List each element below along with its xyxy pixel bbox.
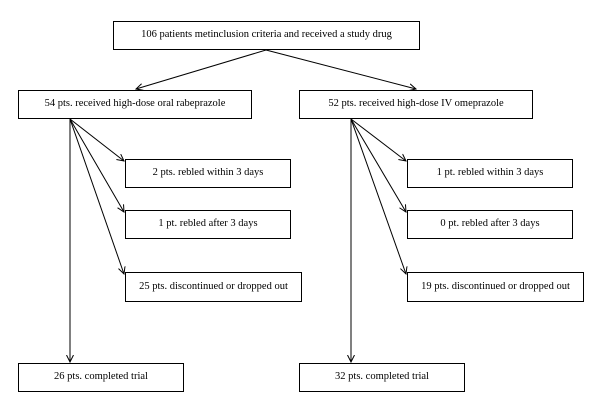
arrow-rabeprazole-to-rebled-after [69,118,124,212]
arrow-rabeprazole-to-rebled-within [69,118,124,161]
omeprazole-discontinued-box: 19 pts. discontinued or dropped out [407,272,584,302]
omeprazole-rebled-after-box: 0 pt. rebled after 3 days [407,210,573,239]
rabeprazole-rebled-after-label: 1 pt. rebled after 3 days [158,218,258,230]
arrow-omeprazole-to-rebled-within [350,118,406,161]
rabeprazole-discontinued-box: 25 pts. discontinued or dropped out [125,272,302,302]
omeprazole-rebled-within-label: 1 pt. rebled within 3 days [436,167,544,179]
arrow-enrollment-to-omeprazole [265,49,416,89]
rabeprazole-completed-box: 26 pts. completed trial [18,363,184,392]
rabeprazole-discontinued-label: 25 pts. discontinued or dropped out [139,280,288,292]
arrow-enrollment-to-rabeprazole [136,49,267,89]
omeprazole-completed-label: 32 pts. completed trial [335,371,429,383]
omeprazole-discontinued-label: 19 pts. discontinued or dropped out [421,280,570,292]
omeprazole-arm-box: 52 pts. received high-dose IV omeprazole [299,90,533,119]
rabeprazole-rebled-after-box: 1 pt. rebled after 3 days [125,210,291,239]
omeprazole-rebled-after-label: 0 pt. rebled after 3 days [440,218,540,230]
enrollment-box: 106 patients metinclusion criteria and r… [113,21,420,50]
rabeprazole-rebled-within-box: 2 pts. rebled within 3 days [125,159,291,188]
arrow-rabeprazole-to-discontinued [69,118,124,274]
omeprazole-rebled-within-box: 1 pt. rebled within 3 days [407,159,573,188]
rabeprazole-arm-box: 54 pts. received high-dose oral rabepraz… [18,90,252,119]
omeprazole-completed-box: 32 pts. completed trial [299,363,465,392]
rabeprazole-arm-label: 54 pts. received high-dose oral rabepraz… [44,98,226,110]
arrow-omeprazole-to-rebled-after [350,118,406,212]
rabeprazole-completed-label: 26 pts. completed trial [54,371,148,383]
omeprazole-arm-label: 52 pts. received high-dose IV omeprazole [328,98,504,110]
enrollment-label: 106 patients metinclusion criteria and r… [141,29,392,41]
arrow-omeprazole-to-discontinued [350,118,406,274]
rabeprazole-rebled-within-label: 2 pts. rebled within 3 days [152,167,264,179]
